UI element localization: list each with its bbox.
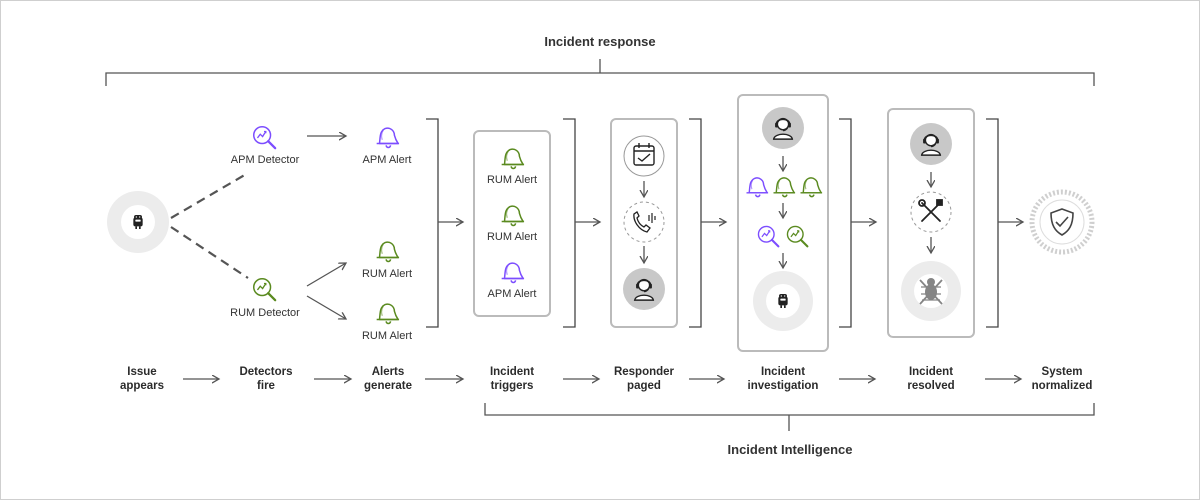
- box-apm-alert-label: APM Alert: [487, 288, 537, 300]
- rum-alert-bell-icon: [375, 303, 400, 325]
- shield-check-icon: [1050, 208, 1074, 236]
- normalized-ring: [1029, 189, 1095, 255]
- tools-icon: [918, 199, 943, 222]
- rum-detector-icon: [252, 277, 277, 302]
- box-rum-alert-label: RUM Alert: [486, 231, 538, 243]
- apm-detector-icon: [252, 125, 277, 150]
- incident-box: [473, 130, 551, 317]
- rum-detector-label: RUM Detector: [230, 307, 300, 319]
- apm-alert-label: APM Alert: [362, 154, 412, 166]
- phone-icon: [633, 211, 656, 233]
- apm-alert-bell-icon: [375, 127, 400, 149]
- bug-icon: [919, 278, 943, 305]
- apm-detector-label: APM Detector: [230, 154, 300, 166]
- incident-response-title: Incident response: [544, 34, 656, 49]
- box-rum-alert-label: RUM Alert: [486, 174, 538, 186]
- incident-intelligence-title: Incident Intelligence: [727, 442, 853, 457]
- rum-alert-label: RUM Alert: [361, 268, 413, 280]
- calendar-icon: [633, 143, 655, 166]
- rum-alert-label: RUM Alert: [361, 330, 413, 342]
- rum-alert-bell-icon: [375, 241, 400, 263]
